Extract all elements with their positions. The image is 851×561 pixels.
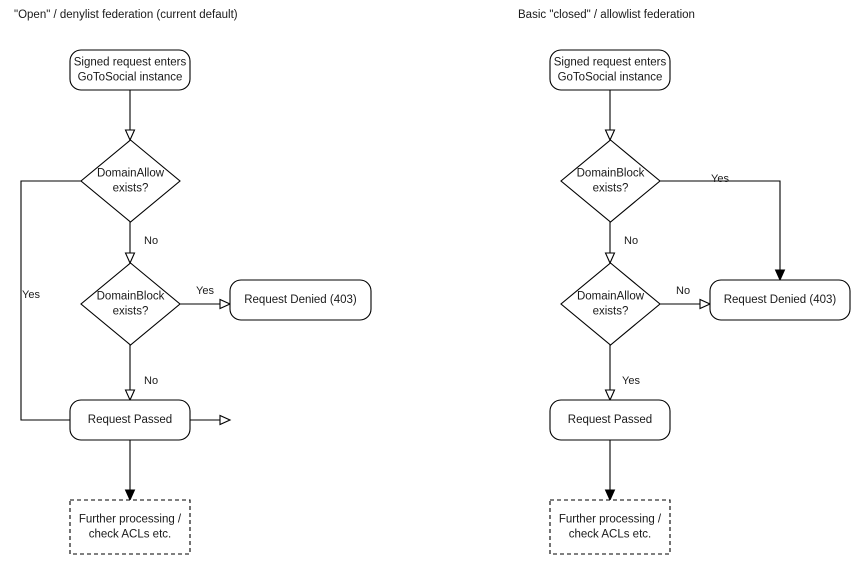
node-further-processing: Further processing / check ACLs etc. (69, 499, 191, 555)
column-title: "Open" / denylist federation (current de… (14, 9, 238, 21)
rounded-box (549, 49, 671, 91)
edge-domainblock-yes-to-request-denied: Yes (180, 285, 232, 310)
node-request-passed: Request Passed (549, 399, 671, 441)
edge-request-passed-to-further-processing (124, 440, 136, 502)
edge-label: Yes (622, 375, 640, 387)
rounded-box (69, 399, 191, 441)
dashed-box (69, 499, 191, 555)
edge-label: Yes (711, 173, 729, 185)
edge-entry-to-domainblock (604, 90, 616, 142)
node-label-line: check ACLs etc. (89, 529, 171, 541)
edge-domainblock-yes-to-request-denied: Yes (660, 173, 786, 282)
node-further-processing: Further processing / check ACLs etc. (549, 499, 671, 555)
rounded-box (549, 399, 671, 441)
node-domainblock-decision: DomainBlock exists? (80, 262, 181, 346)
arrowhead-icon (219, 298, 232, 310)
node-request-denied: Request Denied (403) (229, 279, 372, 321)
column-title: Basic "closed" / allowlist federation (518, 9, 695, 21)
edge-label: No (144, 375, 158, 387)
flow-column-open: "Open" / denylist federation (current de… (14, 9, 372, 555)
node-label-line: Signed request enters (554, 57, 667, 69)
arrowhead-icon (124, 389, 136, 402)
arrowhead-icon (604, 389, 616, 402)
edge-label: Yes (22, 289, 40, 301)
node-label-line: DomainAllow (577, 291, 645, 303)
arrowhead-icon (699, 298, 712, 310)
node-label-line: DomainBlock (97, 291, 165, 303)
decision-diamond (560, 139, 661, 223)
decision-diamond (560, 262, 661, 346)
edge-domainblock-no-to-request-passed: No (124, 345, 158, 402)
node-label-line: Further processing / (559, 514, 662, 526)
edge-domainallow-no-to-request-denied: No (660, 285, 712, 310)
node-label-line: Request Passed (568, 414, 652, 426)
arrowhead-icon (219, 414, 232, 426)
edge-domainallow-yes-to-request-passed: Yes (604, 345, 640, 402)
edge-request-passed-to-further-processing (604, 440, 616, 502)
edge-domainallow-no-to-domainblock: No (124, 222, 158, 265)
node-label-line: check ACLs etc. (569, 529, 651, 541)
edge-domainblock-no-to-domainallow: No (604, 222, 638, 265)
node-label-line: DomainAllow (97, 168, 165, 180)
node-label-line: exists? (593, 306, 629, 318)
node-request-passed: Request Passed (69, 399, 191, 441)
dashed-box (549, 499, 671, 555)
rounded-box (709, 279, 851, 321)
node-label-line: GoToSocial instance (558, 72, 663, 84)
node-label-line: Signed request enters (74, 57, 187, 69)
edge-path (660, 180, 781, 274)
node-domainblock-decision: DomainBlock exists? (560, 139, 661, 223)
arrowhead-icon (604, 252, 616, 265)
node-domainallow-decision: DomainAllow exists? (80, 139, 181, 223)
arrowhead-icon (124, 129, 136, 142)
node-label-line: DomainBlock (577, 168, 645, 180)
node-request-denied: Request Denied (403) (709, 279, 851, 321)
flow-column-closed: Basic "closed" / allowlist federationNoY… (518, 9, 851, 555)
edge-entry-to-domainallow (124, 90, 136, 142)
node-label-line: Request Denied (403) (244, 294, 357, 306)
node-label-line: GoToSocial instance (78, 72, 183, 84)
node-label-line: exists? (113, 306, 149, 318)
node-label-line: exists? (593, 183, 629, 195)
node-label-line: Further processing / (79, 514, 182, 526)
arrowhead-icon (124, 489, 136, 502)
arrowhead-icon (604, 129, 616, 142)
arrowhead-icon (774, 269, 786, 282)
node-label-line: exists? (113, 183, 149, 195)
decision-diamond (80, 262, 181, 346)
node-label-line: Request Passed (88, 414, 172, 426)
edge-label: Yes (196, 285, 214, 297)
arrowhead-icon (604, 489, 616, 502)
node-label-line: Request Denied (403) (724, 294, 837, 306)
decision-diamond (80, 139, 181, 223)
rounded-box (69, 49, 191, 91)
node-domainallow-decision: DomainAllow exists? (560, 262, 661, 346)
rounded-box (229, 279, 372, 321)
edge-label: No (624, 235, 638, 247)
arrowhead-icon (124, 252, 136, 265)
edge-label: No (676, 285, 690, 297)
edge-label: No (144, 235, 158, 247)
